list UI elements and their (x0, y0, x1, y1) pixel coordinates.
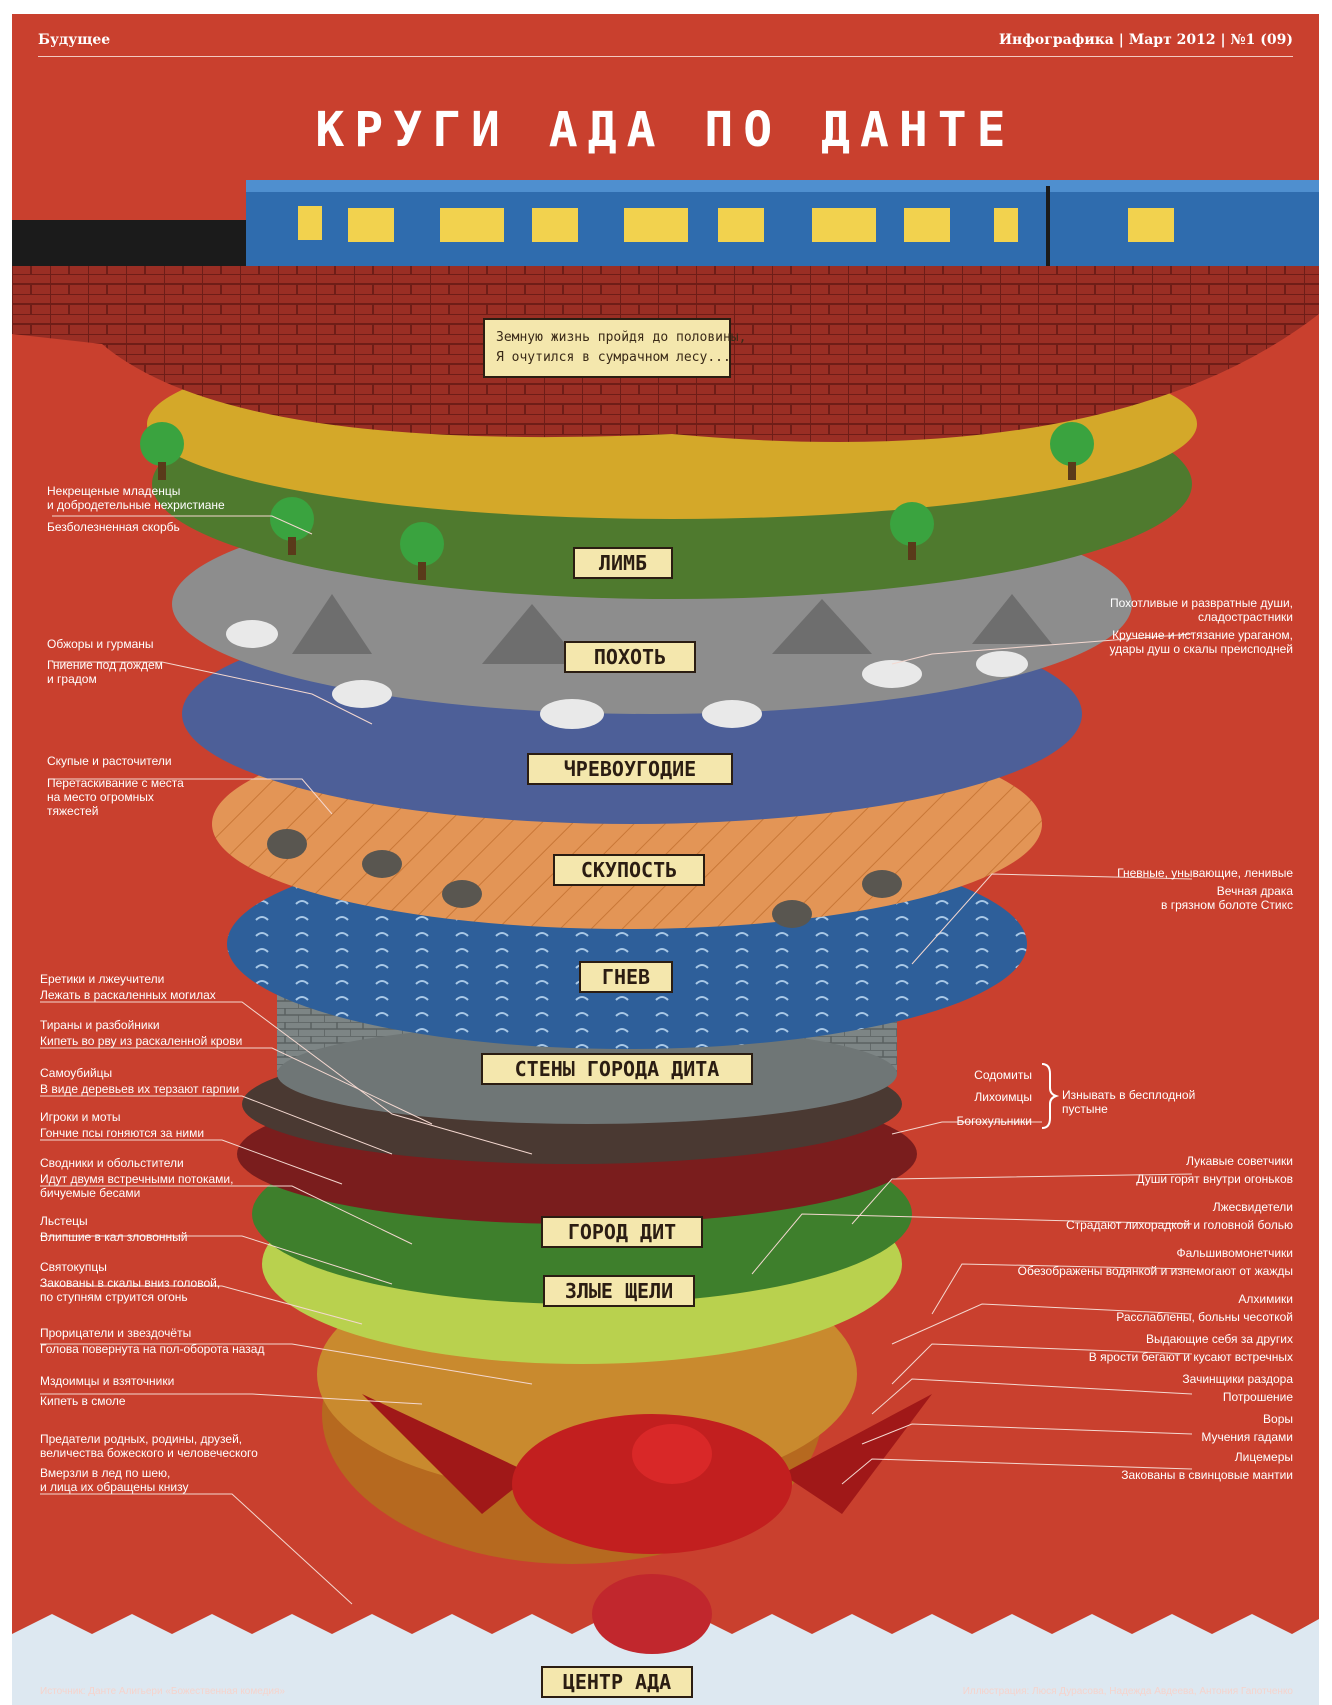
gluttony-clouds (226, 620, 1028, 729)
plaque-anger: ГНЕВ (579, 961, 673, 993)
label-suicides-punishment: В виде деревьев их терзают гарпии (40, 1082, 240, 1096)
label-simony-punishment: Закованы в скалы вниз головой,по ступням… (40, 1276, 221, 1304)
plaque-malebolge: ЗЛЫЕ ЩЕЛИ (543, 1275, 695, 1307)
label-impostors: Выдающие себя за других (1146, 1332, 1293, 1346)
label-traitors-punishment: Вмерзли в лед по шею,и лица их обращены … (40, 1466, 189, 1494)
plaque-center: ЦЕНТР АДА (541, 1666, 693, 1698)
label-limb-punishment: Безболезненная скорбь (47, 520, 180, 534)
issue-label: Инфографика | Март 2012 | №1 (09) (998, 32, 1293, 48)
svg-text:ГНЕВ: ГНЕВ (602, 965, 650, 989)
label-bribers-punishment: Кипеть в смоле (40, 1394, 126, 1408)
plaque-walls: СТЕНЫ ГОРОДА ДИТА (481, 1053, 753, 1085)
label-thieves-punishment: Мучения гадами (1201, 1430, 1293, 1444)
label-heretics-punishment: Лежать в раскаленных могилах (40, 988, 216, 1002)
center-orb (592, 1574, 712, 1654)
label-heretics: Еретики и лжеучители (40, 972, 165, 986)
label-hypocrites-punishment: Закованы в свинцовые мантии (1121, 1468, 1293, 1482)
svg-text:ГОРОД ДИТ: ГОРОД ДИТ (568, 1220, 676, 1244)
lust-rocks (292, 594, 1052, 664)
label-forgers: Фальшивомонетчики (1176, 1246, 1293, 1260)
label-gamblers-punishment: Гончие псы гоняются за ними (40, 1126, 205, 1140)
plaque-greed: СКУПОСТЬ (553, 854, 705, 886)
quote-plaque: Земную жизнь пройдя до половины, Я очути… (483, 318, 746, 378)
svg-text:ЛИМБ: ЛИМБ (599, 551, 647, 575)
label-tyrants: Тираны и разбойники (40, 1018, 160, 1032)
greed-boulders (267, 829, 902, 928)
label-schismatics-punishment: Потрошение (1222, 1390, 1293, 1404)
label-panders-punishment: Идут двумя встречными потоками,бичуемые … (40, 1172, 234, 1200)
footer-source: Источник: Данте Алигьери «Божественная к… (40, 1686, 285, 1697)
label-seers: Прорицатели и звездочёты (40, 1326, 192, 1340)
label-simony: Святокупцы (40, 1260, 107, 1274)
plaque-lust: ПОХОТЬ (564, 641, 696, 673)
label-tyrants-punishment: Кипеть во рву из раскаленной крови (40, 1034, 243, 1048)
label-gamblers: Игроки и моты (40, 1110, 121, 1124)
footer-credits: Иллюстрация: Люся Дурасова, Надежда Авде… (962, 1686, 1293, 1697)
section-label: Будущее (38, 32, 111, 48)
label-hypocrites: Лицемеры (1234, 1450, 1293, 1464)
label-anger-sinners: Гневные, унывающие, ленивые (1117, 866, 1293, 880)
quote-line-2: Я очутился в сумрачном лесу... (496, 350, 731, 365)
label-gluttony-sinners: Обжоры и гурманы (47, 637, 154, 651)
label-alchemists: Алхимики (1238, 1292, 1293, 1306)
hell-illustration: Земную жизнь пройдя до половины, Я очути… (12, 180, 1319, 1705)
ice-lake (12, 1614, 1319, 1705)
label-sodomites: Содомиты (974, 1068, 1032, 1082)
label-thieves: Воры (1263, 1412, 1293, 1426)
svg-text:ЧРЕВОУГОДИЕ: ЧРЕВОУГОДИЕ (564, 757, 696, 781)
infographic-page: Будущее Инфографика | Март 2012 | №1 (09… (12, 14, 1319, 1705)
devil-center (362, 1394, 932, 1554)
label-lust-sinners: Похотливые и развратные души,сладостраст… (1109, 596, 1293, 624)
page-title: КРУГИ АДА ПО ДАНТЕ (315, 102, 1016, 158)
label-counselors: Лукавые советчики (1186, 1154, 1293, 1168)
desert-brace (1041, 1063, 1060, 1129)
label-blasphemers: Богохульники (956, 1114, 1032, 1128)
leader-lines (40, 515, 1193, 1605)
label-counselors-punishment: Души горят внутри огоньков (1136, 1172, 1293, 1186)
label-traitors: Предатели родных, родины, друзей,величес… (40, 1432, 258, 1460)
label-suicides: Самоубийцы (40, 1066, 113, 1080)
label-forgers-punishment: Обезображены водянкой и изнемогают от жа… (1017, 1264, 1293, 1278)
svg-text:ПОХОТЬ: ПОХОТЬ (594, 645, 666, 669)
label-liars: Лжесвидетели (1212, 1200, 1293, 1214)
svg-text:СТЕНЫ ГОРОДА ДИТА: СТЕНЫ ГОРОДА ДИТА (515, 1057, 720, 1081)
metro-train (246, 180, 1319, 266)
label-seers-punishment: Голова повернута на пол-оборота назад (40, 1342, 265, 1356)
label-impostors-punishment: В ярости бегают и кусают встречных (1088, 1350, 1293, 1364)
quote-line-1: Земную жизнь пройдя до половины, (496, 330, 746, 345)
plaque-dis: ГОРОД ДИТ (541, 1216, 703, 1248)
label-usurers: Лихоимцы (974, 1090, 1032, 1104)
svg-text:ЦЕНТР АДА: ЦЕНТР АДА (563, 1670, 671, 1694)
header-divider (38, 56, 1293, 57)
label-schismatics: Зачинщики раздора (1182, 1372, 1293, 1386)
label-liars-punishment: Страдают лихорадкой и головной болью (1065, 1218, 1293, 1232)
svg-text:ЗЛЫЕ ЩЕЛИ: ЗЛЫЕ ЩЕЛИ (565, 1279, 673, 1303)
label-alchemists-punishment: Расслаблены, больны чесоткой (1116, 1310, 1293, 1324)
label-flatterers: Льстецы (40, 1214, 88, 1228)
label-panders: Сводники и обольстители (40, 1156, 184, 1170)
label-greed-sinners: Скупые и расточители (47, 754, 172, 768)
plaque-limb: ЛИМБ (573, 547, 673, 579)
label-flatterers-punishment: Влипшие в кал зловонный (40, 1230, 188, 1244)
label-lust-punishment: Кручение и истязание ураганом,удары душ … (1109, 628, 1294, 656)
label-bribers: Мздоимцы и взяточники (40, 1374, 175, 1388)
svg-text:СКУПОСТЬ: СКУПОСТЬ (581, 858, 677, 882)
plaque-gluttony: ЧРЕВОУГОДИЕ (527, 753, 733, 785)
